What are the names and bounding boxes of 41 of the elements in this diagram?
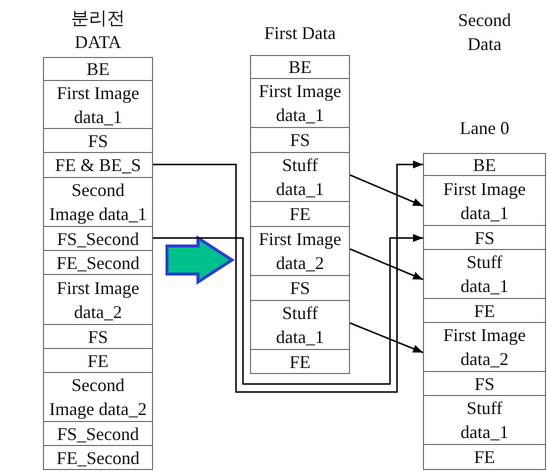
arrow [153, 234, 423, 385]
data-cell: FS [423, 225, 546, 250]
data-cell: FE [423, 444, 546, 470]
data-cell: FE [250, 201, 350, 227]
data-cell: First Image data_2 [43, 274, 153, 325]
data-cell: FS_Second [43, 226, 153, 251]
data-cell: FE_Second [43, 250, 153, 275]
column-heading: Lane 0 [458, 117, 510, 140]
arrow [153, 160, 423, 393]
data-cell: FS [250, 275, 350, 301]
arrow [350, 322, 424, 354]
data-cell: First Image data_2 [423, 322, 546, 372]
data-cell: Stuff data_1 [250, 300, 350, 350]
data-cell: FS [250, 127, 350, 153]
data-cell: Stuff data_1 [423, 249, 546, 299]
data-cell: BE [43, 57, 153, 81]
data-cell: FS [43, 128, 153, 153]
data-cell: FS [43, 324, 153, 349]
data-cell: Second Image data_2 [43, 372, 153, 422]
data-cell: FE [250, 349, 350, 374]
column-heading: 분리전 DATA [70, 7, 126, 54]
data-cell: FS [423, 371, 546, 396]
data-cell: BE [250, 55, 350, 79]
data-cell: FS_Second [43, 421, 153, 446]
arrow [350, 174, 424, 207]
data-cell: FE_Second [43, 445, 153, 470]
column-heading: Second Data [457, 9, 512, 56]
data-cell: First Image data_1 [250, 78, 350, 128]
data-cell: First Image data_2 [250, 226, 350, 276]
data-cell: Stuff data_1 [250, 152, 350, 202]
block-arrow [166, 235, 235, 285]
data-cell: Second Image data_1 [43, 177, 153, 227]
column-heading: First Data [263, 22, 337, 45]
data-cell: First Image data_1 [43, 80, 153, 129]
data-cell: Stuff data_1 [423, 395, 546, 445]
data-cell: BE [423, 153, 546, 176]
data-cell: FE [43, 348, 153, 373]
data-cell: FE & BE_S [43, 152, 153, 178]
arrow [350, 248, 424, 280]
data-cell: FE [423, 298, 546, 323]
data-cell: First Image data_1 [423, 175, 546, 226]
